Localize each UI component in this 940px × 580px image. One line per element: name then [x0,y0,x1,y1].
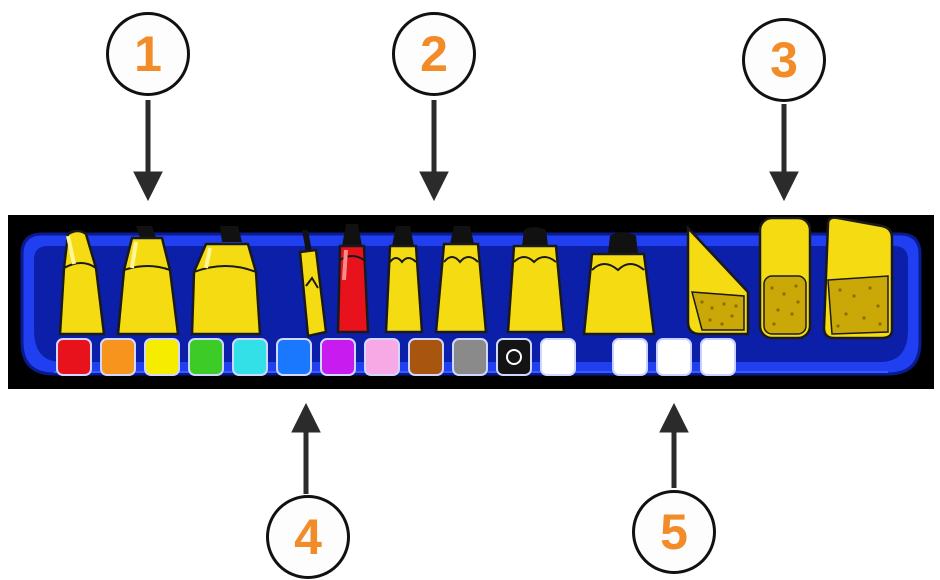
callout-1: 1 [106,12,190,96]
callout-label: 5 [660,504,688,560]
sponge-angled-icon[interactable] [682,222,754,340]
color-swatch-brown[interactable] [408,338,444,376]
color-swatch-blue[interactable] [276,338,312,376]
color-swatch-red[interactable] [56,338,92,376]
marker-medium-icon[interactable] [112,222,184,340]
sponge-wide-icon[interactable] [818,214,898,342]
callout-label: 2 [420,26,448,82]
custom-color-slot-1[interactable] [612,338,648,376]
callout-4: 4 [266,495,350,579]
crayon-extra-wide-icon[interactable] [578,226,660,340]
color-swatch-green[interactable] [188,338,224,376]
color-swatch-purple[interactable] [320,338,356,376]
callout-5: 5 [632,490,716,574]
crayon-thin-icon[interactable] [380,222,428,338]
color-swatch-gray[interactable] [452,338,488,376]
color-swatch-black[interactable] [496,338,532,376]
marker-wide-icon[interactable] [186,222,266,340]
sponge-tall-icon[interactable] [754,214,816,342]
callout-label: 3 [770,32,798,88]
color-swatch-pink[interactable] [364,338,400,376]
crayon-red-icon[interactable] [332,220,372,338]
color-swatch-orange[interactable] [100,338,136,376]
callout-2: 2 [392,12,476,96]
callout-label: 1 [134,26,162,82]
callout-3: 3 [742,18,826,102]
custom-color-slot-2[interactable] [656,338,692,376]
marker-thin-icon[interactable] [52,228,112,340]
color-swatch-yellow[interactable] [144,338,180,376]
callout-label: 4 [294,509,322,565]
pencil-sharp-icon[interactable] [292,226,334,338]
crayon-wide-icon[interactable] [500,222,570,338]
color-swatch-white[interactable] [540,338,576,376]
custom-color-slot-3[interactable] [700,338,736,376]
crayon-medium-icon[interactable] [432,222,490,338]
ring-icon [506,349,522,365]
color-swatch-cyan[interactable] [232,338,268,376]
